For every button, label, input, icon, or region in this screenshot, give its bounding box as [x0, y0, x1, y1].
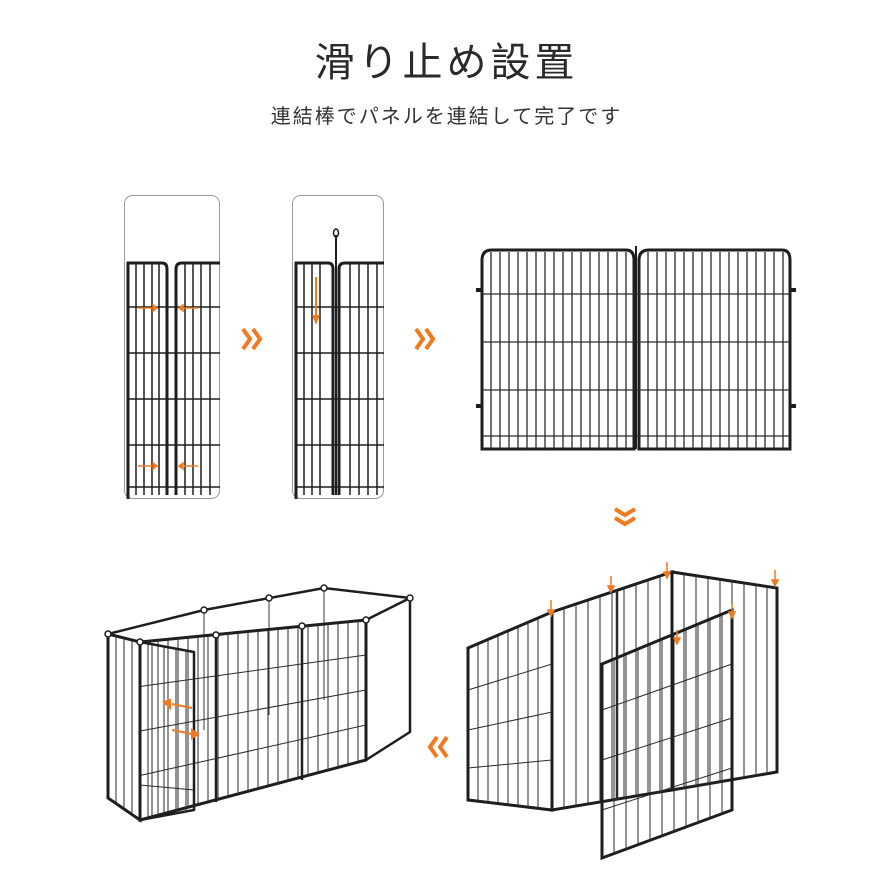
- step5-completed-enclosure: [104, 580, 420, 870]
- step3-two-panels-joined: [474, 244, 799, 454]
- double-chevron-icon: [413, 326, 437, 352]
- front-rail: [139, 654, 367, 687]
- step4-enclosure-assembling: [462, 560, 784, 861]
- front-rail: [139, 689, 367, 732]
- page-subtitle: 連結棒でパネルを連結して完了です: [270, 104, 623, 128]
- page-title: 滑り止め設置: [314, 40, 579, 86]
- step2-rod-insert: [292, 195, 384, 499]
- step1-panels-aligned: [124, 195, 220, 499]
- front-rail: [139, 724, 367, 776]
- double-chevron-icon: [240, 326, 264, 352]
- double-chevron-down-icon: [612, 506, 638, 528]
- double-chevron-left-icon: [426, 734, 450, 760]
